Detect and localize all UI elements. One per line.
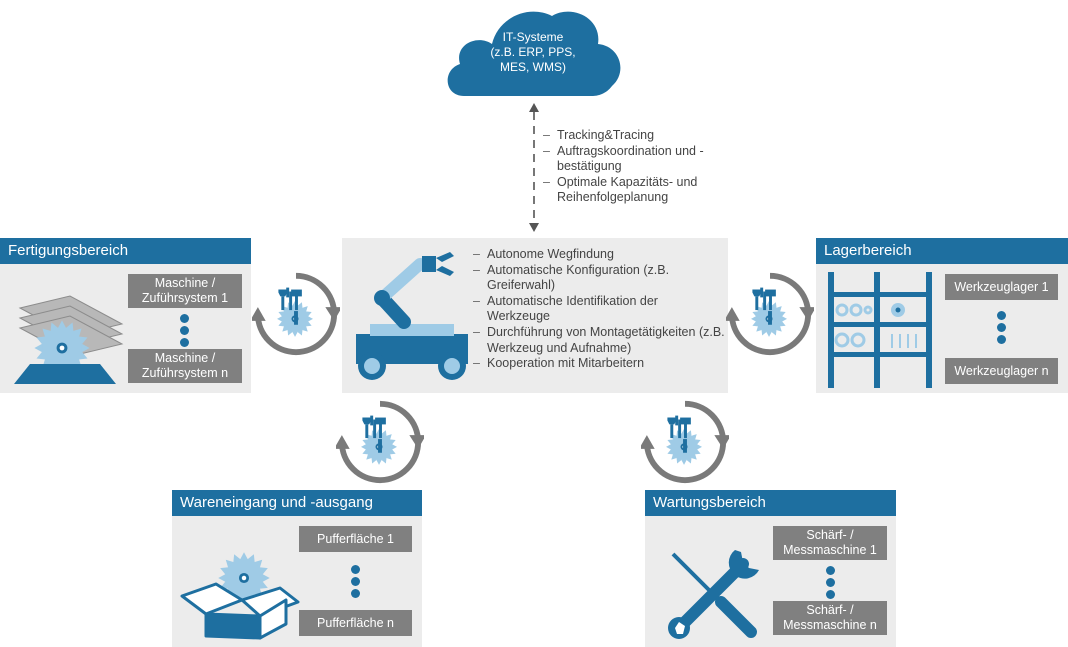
it-function-item: Optimale Kapazitäts- und Reihenfolgeplan… — [543, 175, 743, 206]
wareneingang-item-first: Pufferfläche 1 — [299, 526, 412, 552]
wartung-item-first: Schärf- / Messmaschine 1 — [773, 526, 887, 560]
wrench-screwdriver-icon — [668, 550, 759, 639]
fertigung-item-first: Maschine / Zuführsystem 1 — [128, 274, 242, 308]
wartung-title: Wartungsbereich — [645, 490, 896, 516]
it-function-list: Tracking&Tracing Auftragskoordination un… — [543, 128, 743, 206]
wartung-item-last: Schärf- / Messmaschine n — [773, 601, 887, 635]
shelf-icon — [828, 272, 932, 388]
lager-item-first: Werkzeuglager 1 — [945, 274, 1058, 300]
robot-function-item: Automatische Identifikation der Werkzeug… — [473, 294, 707, 325]
tool-cycle-icon — [252, 270, 340, 358]
wareneingang-panel: Wareneingang und -ausgang Pufferfläche 1… — [172, 490, 422, 647]
wareneingang-title: Wareneingang und -ausgang — [172, 490, 422, 516]
it-function-item: Tracking&Tracing — [543, 128, 743, 144]
box-icon — [180, 552, 300, 640]
fertigung-item-last: Maschine / Zuführsystem n — [128, 349, 242, 383]
robot-function-item: Automatische Konfiguration (z.B. Greifer… — [473, 263, 677, 294]
ellipsis-dots — [351, 565, 361, 601]
it-systems-line2: (z.B. ERP, PPS, — [490, 45, 576, 59]
robot-function-item: Autonome Wegfindung — [473, 247, 743, 263]
ellipsis-dots — [826, 566, 836, 602]
lager-item-last: Werkzeuglager n — [945, 358, 1058, 384]
robot-function-item: Durchführung von Montagetätigkeiten (z.B… — [473, 325, 743, 356]
tool-cycle-icon — [336, 398, 424, 486]
ellipsis-dots — [997, 311, 1007, 347]
robot-panel: Autonome Wegfindung Automatische Konfigu… — [342, 238, 728, 393]
it-systems-title: IT-Systeme — [502, 30, 564, 44]
it-systems-label: IT-Systeme (z.B. ERP, PPS, MES, WMS) — [458, 30, 608, 75]
fertigung-title: Fertigungsbereich — [0, 238, 251, 264]
it-function-item: Auftragskoordination und -bestätigung — [543, 144, 743, 175]
wareneingang-item-last: Pufferfläche n — [299, 610, 412, 636]
wartung-panel: Wartungsbereich Schärf- / Messmaschine 1… — [645, 490, 896, 647]
saw-blade-icon — [14, 295, 124, 384]
robot-function-item: Kooperation mit Mitarbeitern — [473, 356, 743, 372]
ellipsis-dots — [180, 314, 190, 350]
dashed-double-arrow — [529, 103, 539, 232]
cloud-icon — [447, 11, 621, 96]
fertigung-panel: Fertigungsbereich Maschine / Zuführsyste… — [0, 238, 251, 393]
lager-title: Lagerbereich — [816, 238, 1068, 264]
robot-function-list: Autonome Wegfindung Automatische Konfigu… — [473, 247, 743, 372]
robot-icon — [356, 252, 468, 380]
tool-cycle-icon — [641, 398, 729, 486]
it-systems-line3: MES, WMS) — [500, 60, 566, 74]
tool-cycle-icon — [726, 270, 814, 358]
lager-panel: Lagerbereich Werkzeuglager 1 Werkzeuglag… — [816, 238, 1068, 393]
